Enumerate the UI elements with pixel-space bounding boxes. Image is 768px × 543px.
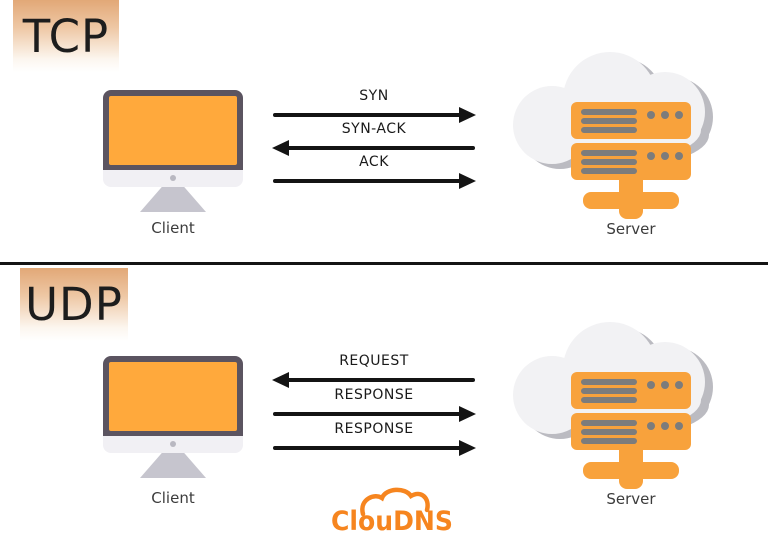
- rack-led-dot: [647, 422, 655, 430]
- tcp-synack-label: SYN-ACK: [341, 121, 407, 137]
- tcp-syn-arrow: [272, 107, 476, 123]
- monitor-stand: [140, 187, 206, 212]
- arrow-shaft: [273, 412, 461, 416]
- server-stand: [583, 462, 679, 479]
- logo-text: ClouDNS: [331, 506, 453, 537]
- tcp-syn-label: SYN: [359, 88, 389, 104]
- tcp-ack-arrow: [272, 173, 476, 189]
- rack-led-dot: [675, 111, 683, 119]
- server-stand: [619, 476, 643, 489]
- tcp-ack-label: ACK: [359, 154, 389, 170]
- arrow-shaft: [287, 378, 475, 382]
- logo-cloud-icon: [360, 487, 430, 517]
- udp-server-cloud-icon: [513, 316, 709, 512]
- rack-led-dot: [675, 422, 683, 430]
- monitor-chin: [103, 170, 243, 187]
- server-stand: [583, 192, 679, 209]
- camera-dot-icon: [170, 175, 176, 181]
- monitor-chin: [103, 436, 243, 453]
- arrow-head-icon: [272, 372, 289, 388]
- arrow-head-icon: [459, 173, 476, 189]
- arrow-head-icon: [272, 140, 289, 156]
- rack-bar: [581, 159, 637, 165]
- cloudns-logo: ClouDNS: [331, 487, 453, 537]
- rack-bar: [581, 438, 637, 444]
- rack-bar: [581, 168, 637, 174]
- rack-bar: [581, 118, 637, 124]
- server-rack: [571, 372, 691, 409]
- arrow-head-icon: [459, 406, 476, 422]
- rack-bar: [581, 397, 637, 403]
- tcp-synack-arrow: [272, 140, 476, 156]
- rack-led-dot: [675, 381, 683, 389]
- udp-response1-arrow: [272, 406, 476, 422]
- camera-dot-icon: [170, 441, 176, 447]
- udp-response2-label: RESPONSE: [334, 421, 414, 437]
- rack-bar: [581, 109, 637, 115]
- tcp-server-cloud-icon: [513, 46, 709, 242]
- server-stand: [619, 206, 643, 219]
- rack-bar: [581, 429, 637, 435]
- monitor-screen: [109, 96, 237, 165]
- arrow-shaft: [287, 146, 475, 150]
- monitor-bezel: [103, 90, 243, 170]
- udp-client-computer-icon: [103, 356, 243, 478]
- rack-bar: [581, 127, 637, 133]
- rack-led-dot: [647, 381, 655, 389]
- udp-request-arrow: [272, 372, 476, 388]
- rack-bar: [581, 420, 637, 426]
- udp-section-title: UDP: [20, 268, 128, 341]
- arrow-head-icon: [459, 440, 476, 456]
- cloud-shape: [513, 52, 705, 164]
- rack-led-dot: [661, 422, 669, 430]
- udp-server-label: Server: [606, 490, 656, 508]
- server-rack: [571, 102, 691, 139]
- tcp-server-label: Server: [606, 220, 656, 238]
- rack-bar: [581, 379, 637, 385]
- monitor-screen: [109, 362, 237, 431]
- arrow-shaft: [273, 113, 461, 117]
- rack-bar: [581, 388, 637, 394]
- rack-led-dot: [675, 152, 683, 160]
- rack-led-dot: [647, 111, 655, 119]
- monitor-bezel: [103, 356, 243, 436]
- tcp-section-title: TCP: [13, 0, 119, 72]
- arrow-shaft: [273, 446, 461, 450]
- monitor-stand: [140, 453, 206, 478]
- rack-led-dot: [661, 152, 669, 160]
- udp-client-label: Client: [151, 489, 195, 507]
- tcp-client-label: Client: [151, 219, 195, 237]
- server-rack: [571, 413, 691, 450]
- rack-bar: [581, 150, 637, 156]
- section-divider: [0, 262, 768, 265]
- udp-request-label: REQUEST: [339, 353, 409, 369]
- server-rack: [571, 143, 691, 180]
- tcp-client-computer-icon: [103, 90, 243, 212]
- udp-response2-arrow: [272, 440, 476, 456]
- rack-led-dot: [647, 152, 655, 160]
- rack-led-dot: [661, 111, 669, 119]
- udp-response1-label: RESPONSE: [334, 387, 414, 403]
- arrow-shaft: [273, 179, 461, 183]
- arrow-head-icon: [459, 107, 476, 123]
- rack-led-dot: [661, 381, 669, 389]
